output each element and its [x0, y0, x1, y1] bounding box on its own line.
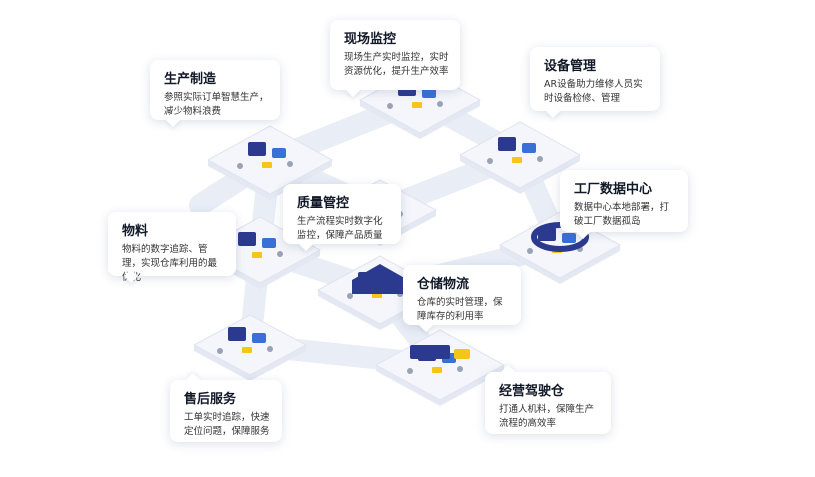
machine-block	[238, 232, 256, 246]
worker-figure	[237, 163, 243, 169]
materials-desc: 物料的数字追踪、管理，实现仓库利用的最优化	[122, 243, 226, 284]
worker-figure	[457, 366, 463, 372]
cockpit-desc: 打通人机料，保障生产流程的高效率	[499, 403, 601, 431]
callout-materials: 物料 物料的数字追踪、管理，实现仓库利用的最优化	[108, 212, 236, 276]
machine-block	[522, 143, 536, 153]
monitoring-title: 现场监控	[344, 28, 450, 47]
production-desc: 参照实际订单智慧生产，减少物料浪费	[164, 91, 270, 119]
after-sales-desc: 工单实时追踪，快速定位问题，保障服务	[184, 411, 272, 439]
warehouse-desc: 仓库的实时管理，保障库存的利用率	[417, 296, 511, 324]
platform-top	[194, 315, 306, 375]
machine-block	[228, 327, 246, 341]
worker-figure	[277, 251, 283, 257]
machine-block	[562, 233, 576, 243]
callout-monitoring: 现场监控 现场生产实时监控，实时资源优化，提升生产效率	[330, 20, 460, 90]
callout-equipment: 设备管理 AR设备助力维修人员实时设备检修、管理	[530, 47, 660, 111]
machine-accent	[242, 347, 252, 353]
worker-figure	[267, 346, 273, 352]
equipment-title: 设备管理	[544, 55, 650, 74]
quality-desc: 生产流程实时数字化监控，保障产品质量	[297, 215, 391, 243]
callout-cockpit: 经营驾驶仓 打通人机料，保障生产流程的高效率	[485, 372, 611, 434]
dashboard-panel	[454, 349, 470, 359]
equipment-desc: AR设备助力维修人员实时设备检修、管理	[544, 78, 650, 106]
machine-block	[498, 137, 516, 151]
worker-figure	[387, 103, 393, 109]
callout-warehouse: 仓储物流 仓库的实时管理，保障库存的利用率	[403, 265, 521, 325]
warehouse-title: 仓储物流	[417, 273, 511, 292]
production-title: 生产制造	[164, 68, 270, 87]
callout-quality: 质量管控 生产流程实时数字化监控，保障产品质量	[283, 184, 401, 244]
data-center-desc: 数据中心本地部署，打破工厂数据孤岛	[574, 201, 678, 229]
cockpit-title: 经营驾驶仓	[499, 380, 601, 399]
machine-block	[248, 142, 266, 156]
machine-block	[252, 333, 266, 343]
machine-accent	[432, 367, 442, 373]
machine-block	[272, 148, 286, 158]
materials-title: 物料	[122, 220, 226, 239]
callout-production: 生产制造 参照实际订单智慧生产，减少物料浪费	[150, 60, 280, 120]
callout-data-center: 工厂数据中心 数据中心本地部署，打破工厂数据孤岛	[560, 170, 688, 232]
monitoring-desc: 现场生产实时监控，实时资源优化，提升生产效率	[344, 51, 450, 79]
platform-after-sales	[194, 315, 306, 381]
machine-accent	[412, 102, 422, 108]
worker-figure	[407, 368, 413, 374]
data-center-title: 工厂数据中心	[574, 178, 678, 197]
worker-figure	[527, 248, 533, 254]
machine-block	[262, 238, 276, 248]
worker-figure	[437, 101, 443, 107]
worker-figure	[217, 348, 223, 354]
machine-accent	[512, 157, 522, 163]
machine-accent	[262, 162, 272, 168]
worker-figure	[537, 156, 543, 162]
machine-accent	[252, 252, 262, 258]
worker-figure	[287, 161, 293, 167]
worker-figure	[487, 158, 493, 164]
quality-title: 质量管控	[297, 192, 391, 211]
dashboard-screen	[410, 345, 450, 359]
after-sales-title: 售后服务	[184, 388, 272, 407]
callout-after-sales: 售后服务 工单实时追踪，快速定位问题，保障服务	[170, 380, 282, 442]
